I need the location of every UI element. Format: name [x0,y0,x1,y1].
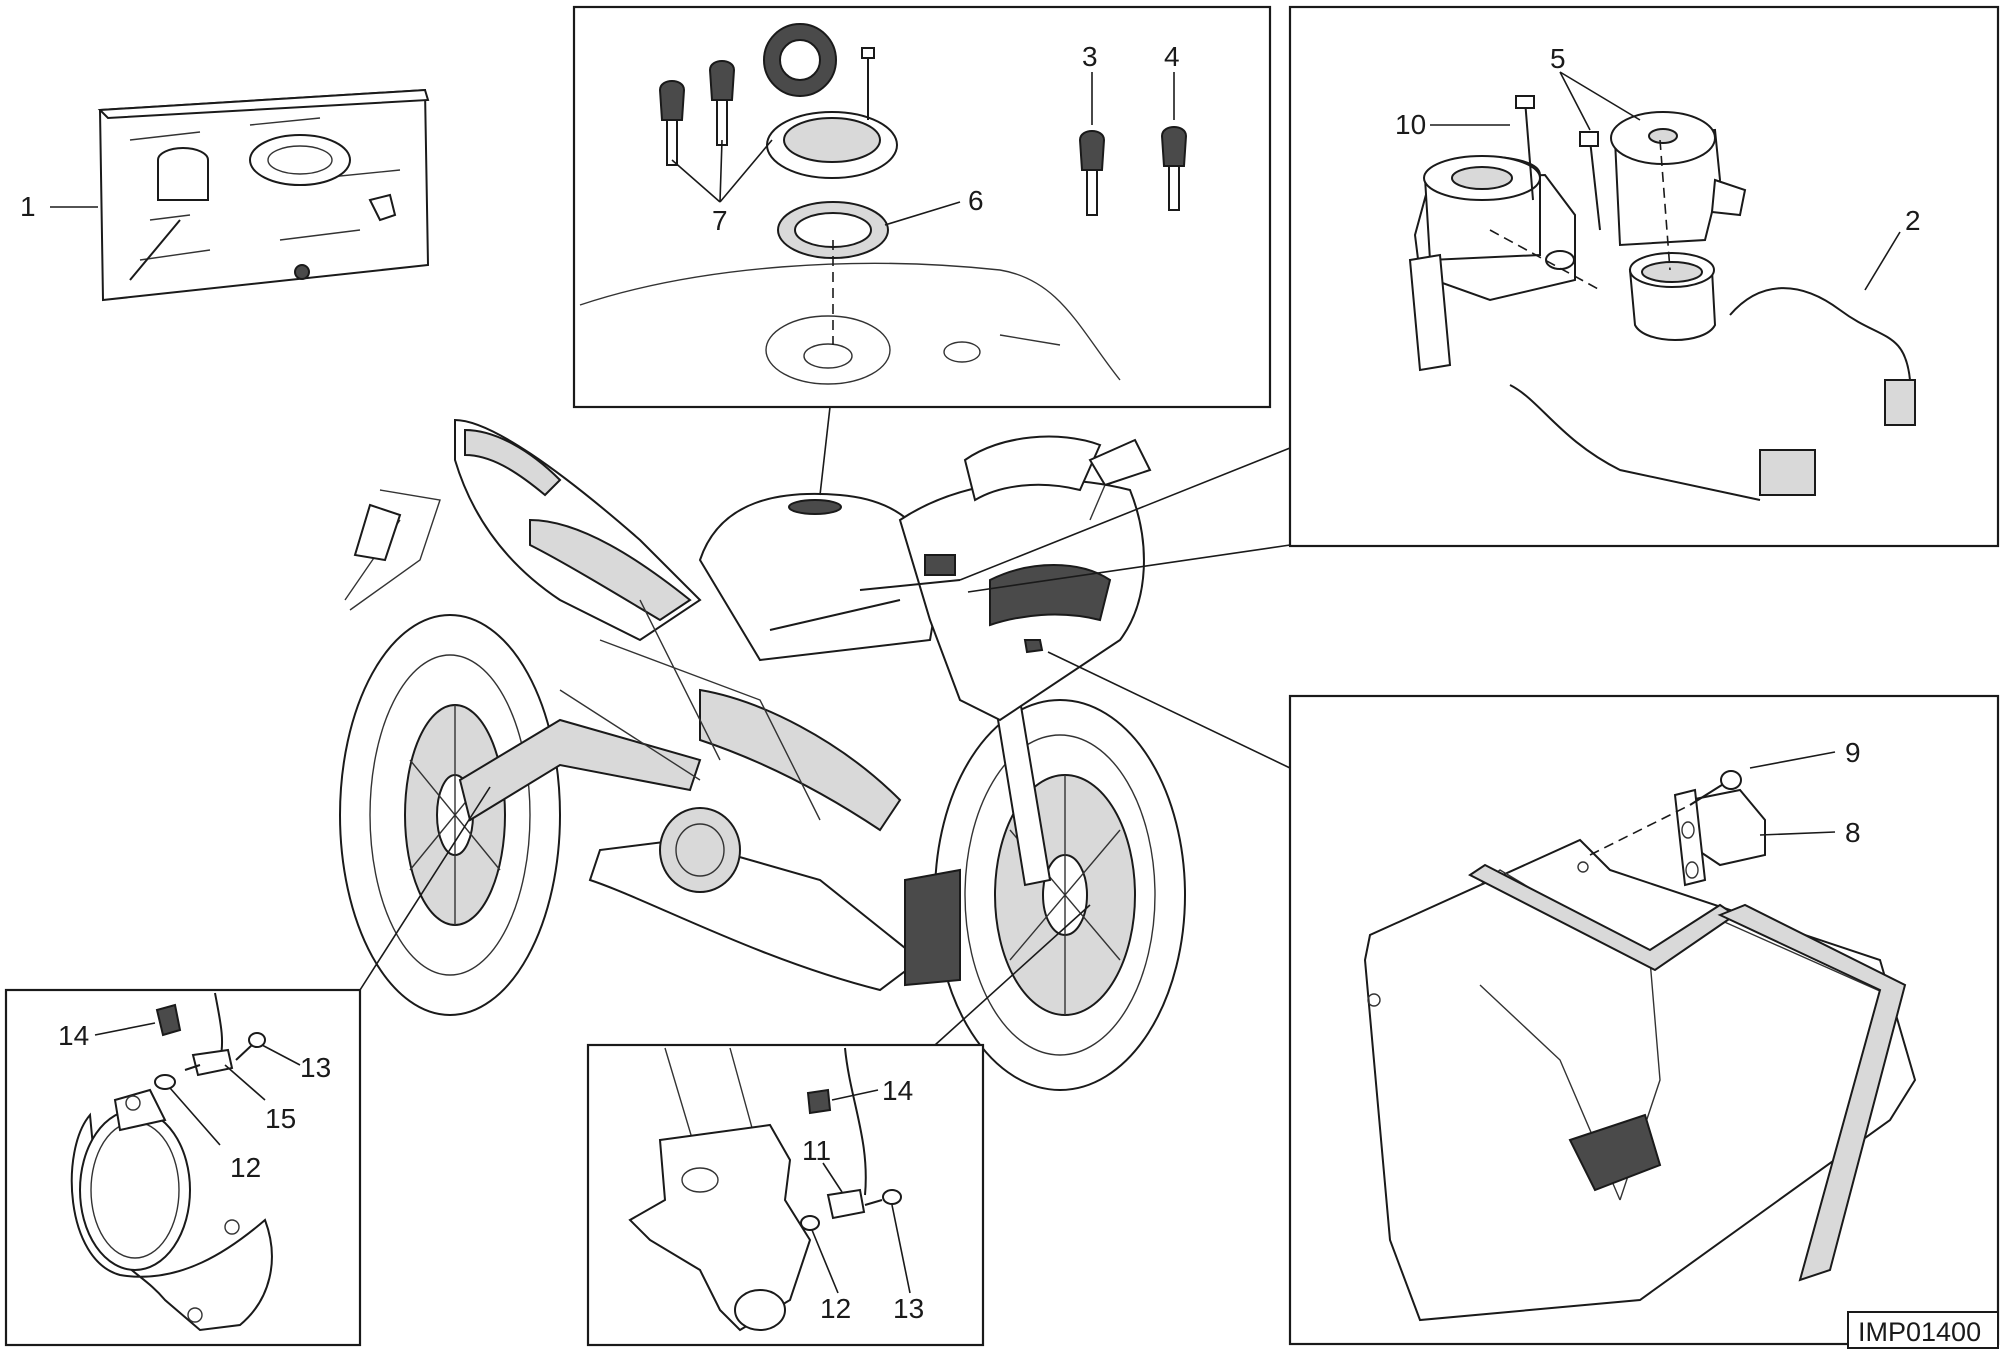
panel-diagnostic-socket: 9 8 [1047,651,2000,1346]
panel-fuel-cap: 7 3 4 6 [572,5,1272,496]
electrical-box [1363,838,1917,1322]
callout-13a: 13 [300,1052,331,1083]
diagram-code-box: IMP01400 [1847,1311,1999,1349]
callout-14b: 14 [882,1075,913,1106]
panel-rear-speed-sensor: 14 13 15 12 [4,786,491,1347]
cable-connector-2 [1884,379,1916,426]
diagnostic-socket-location [1023,639,1044,654]
license-plate-holder [353,503,402,562]
key-4 [1160,126,1188,211]
callout-9: 9 [1845,737,1861,768]
callout-3: 3 [1082,41,1098,72]
callout-5: 5 [1550,43,1566,74]
lower-fairing [588,838,922,992]
cable-connector-main [1759,449,1816,496]
ignition-switch-location [924,554,956,576]
callout-8: 8 [1845,817,1861,848]
ignition-cable [1509,384,1761,501]
radiator [904,868,961,987]
fuel-filler-cap [788,499,842,515]
kit-box [98,88,430,302]
fuel-cap-detail-frame [572,5,1272,409]
callout-11: 11 [802,1135,831,1166]
front-sensor-grommet [806,1088,832,1115]
callout-10: 10 [1395,109,1426,140]
ignition-lock-ring [1628,269,1717,341]
right-mirror [1088,438,1152,487]
rear-sensor-grommet [155,1003,182,1037]
callout-6: 6 [968,185,984,216]
headlight [989,564,1112,627]
front-fork-foot [628,1123,812,1332]
engine-clutch-cover [659,807,741,893]
motorcycle-illustration [339,418,1186,1091]
socket-screw [1720,770,1742,790]
front-speed-sensor [826,1188,866,1220]
callout-7: 7 [712,205,728,236]
panel-ignition-switch: 10 5 2 [959,5,2000,593]
key-3 [1078,130,1106,216]
kit-filler-cap [249,134,351,186]
side-fairing [699,688,902,832]
panel-front-speed-sensor: 14 11 12 13 [586,904,1091,1347]
panel-kit-box: 1 [20,88,430,302]
rider-seat [529,518,692,622]
callout-2: 2 [1905,205,1921,236]
callout-15: 15 [265,1103,296,1134]
callout-14a: 14 [58,1020,89,1051]
keys-set-7 [658,60,736,166]
callout-12b: 12 [820,1293,851,1324]
callout-1: 1 [20,191,36,222]
callout-13b: 13 [893,1293,924,1324]
box-vent [1568,1113,1662,1192]
windscreen [963,435,1102,502]
diagram-code: IMP01400 [1858,1317,1981,1347]
swingarm [458,718,702,822]
callout-12a: 12 [230,1152,261,1183]
callout-4: 4 [1164,41,1180,72]
rear-caliper-bracket [70,1112,273,1332]
rear-speed-sensor [191,1048,234,1077]
